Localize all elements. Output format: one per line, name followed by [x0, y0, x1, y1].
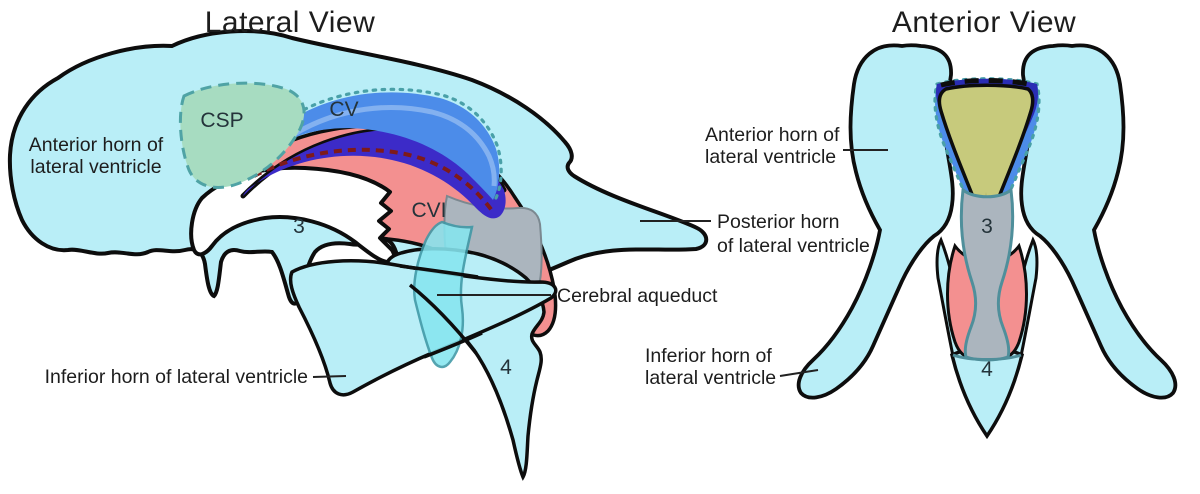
inferior-horn-label-anterior-line1: Inferior horn of: [645, 345, 772, 367]
posterior-horn-label-line1: Posterior horn: [717, 211, 839, 233]
fourth-ventricle-edge-restroke: [408, 283, 478, 355]
inferior-horn-label-anterior-line2: lateral ventricle: [645, 367, 776, 389]
cvi-label: CVI: [411, 199, 446, 222]
posterior-horn-label-line2: of lateral ventricle: [717, 235, 870, 257]
fornix-white-gap: [189, 165, 397, 264]
right-wing-shape: [1019, 43, 1178, 400]
cv-region: [255, 92, 500, 200]
third-ventricle-label-anterior: 3: [981, 215, 993, 238]
fourth-ventricle-label-anterior: 4: [981, 358, 993, 381]
cv-label: CV: [329, 98, 358, 121]
lateral-view-title: Lateral View: [205, 6, 376, 39]
anterior-horn-label-anterior-line1: Anterior horn of: [705, 124, 840, 146]
inferior-horn-label-lateral: Inferior horn of lateral ventricle: [45, 366, 308, 388]
kite-top-teal-edge: [952, 353, 1022, 361]
csp-label: CSP: [200, 109, 243, 132]
anterior-horn-label-lateral-line1: Anterior horn of: [29, 134, 164, 156]
anterior-view-title: Anterior View: [892, 6, 1076, 39]
cv-dotted-border: [252, 87, 503, 204]
anterior-horn-label-anterior-line2: lateral ventricle: [705, 146, 836, 168]
inferior-horn-lower-edge-restroke: [423, 331, 483, 359]
cerebral-aqueduct-label: Cerebral aqueduct: [557, 285, 718, 307]
cvi-dashed-border: [253, 147, 495, 214]
olive-top-dashed-border: [940, 78, 1034, 88]
anterior-horn-label-lateral-line2: lateral ventricle: [30, 156, 161, 178]
inferior-horn-leader-line-lateral: [312, 375, 347, 378]
csp-region: [178, 81, 306, 189]
lateral-view-panel: CSP CV CVI 3 4 Anterior horn of lateral …: [7, 6, 870, 481]
anterior-view-panel: 3 4 Anterior horn of lateral ventricle I…: [645, 6, 1178, 440]
third-ventricle-label-lateral: 3: [293, 215, 305, 238]
cv-light-streak: [270, 105, 497, 187]
inferior-horn-edge-restroke: [399, 264, 479, 279]
inferior-horn-leader-line-anterior: [779, 369, 819, 377]
fourth-ventricle-label-lateral: 4: [500, 356, 512, 379]
